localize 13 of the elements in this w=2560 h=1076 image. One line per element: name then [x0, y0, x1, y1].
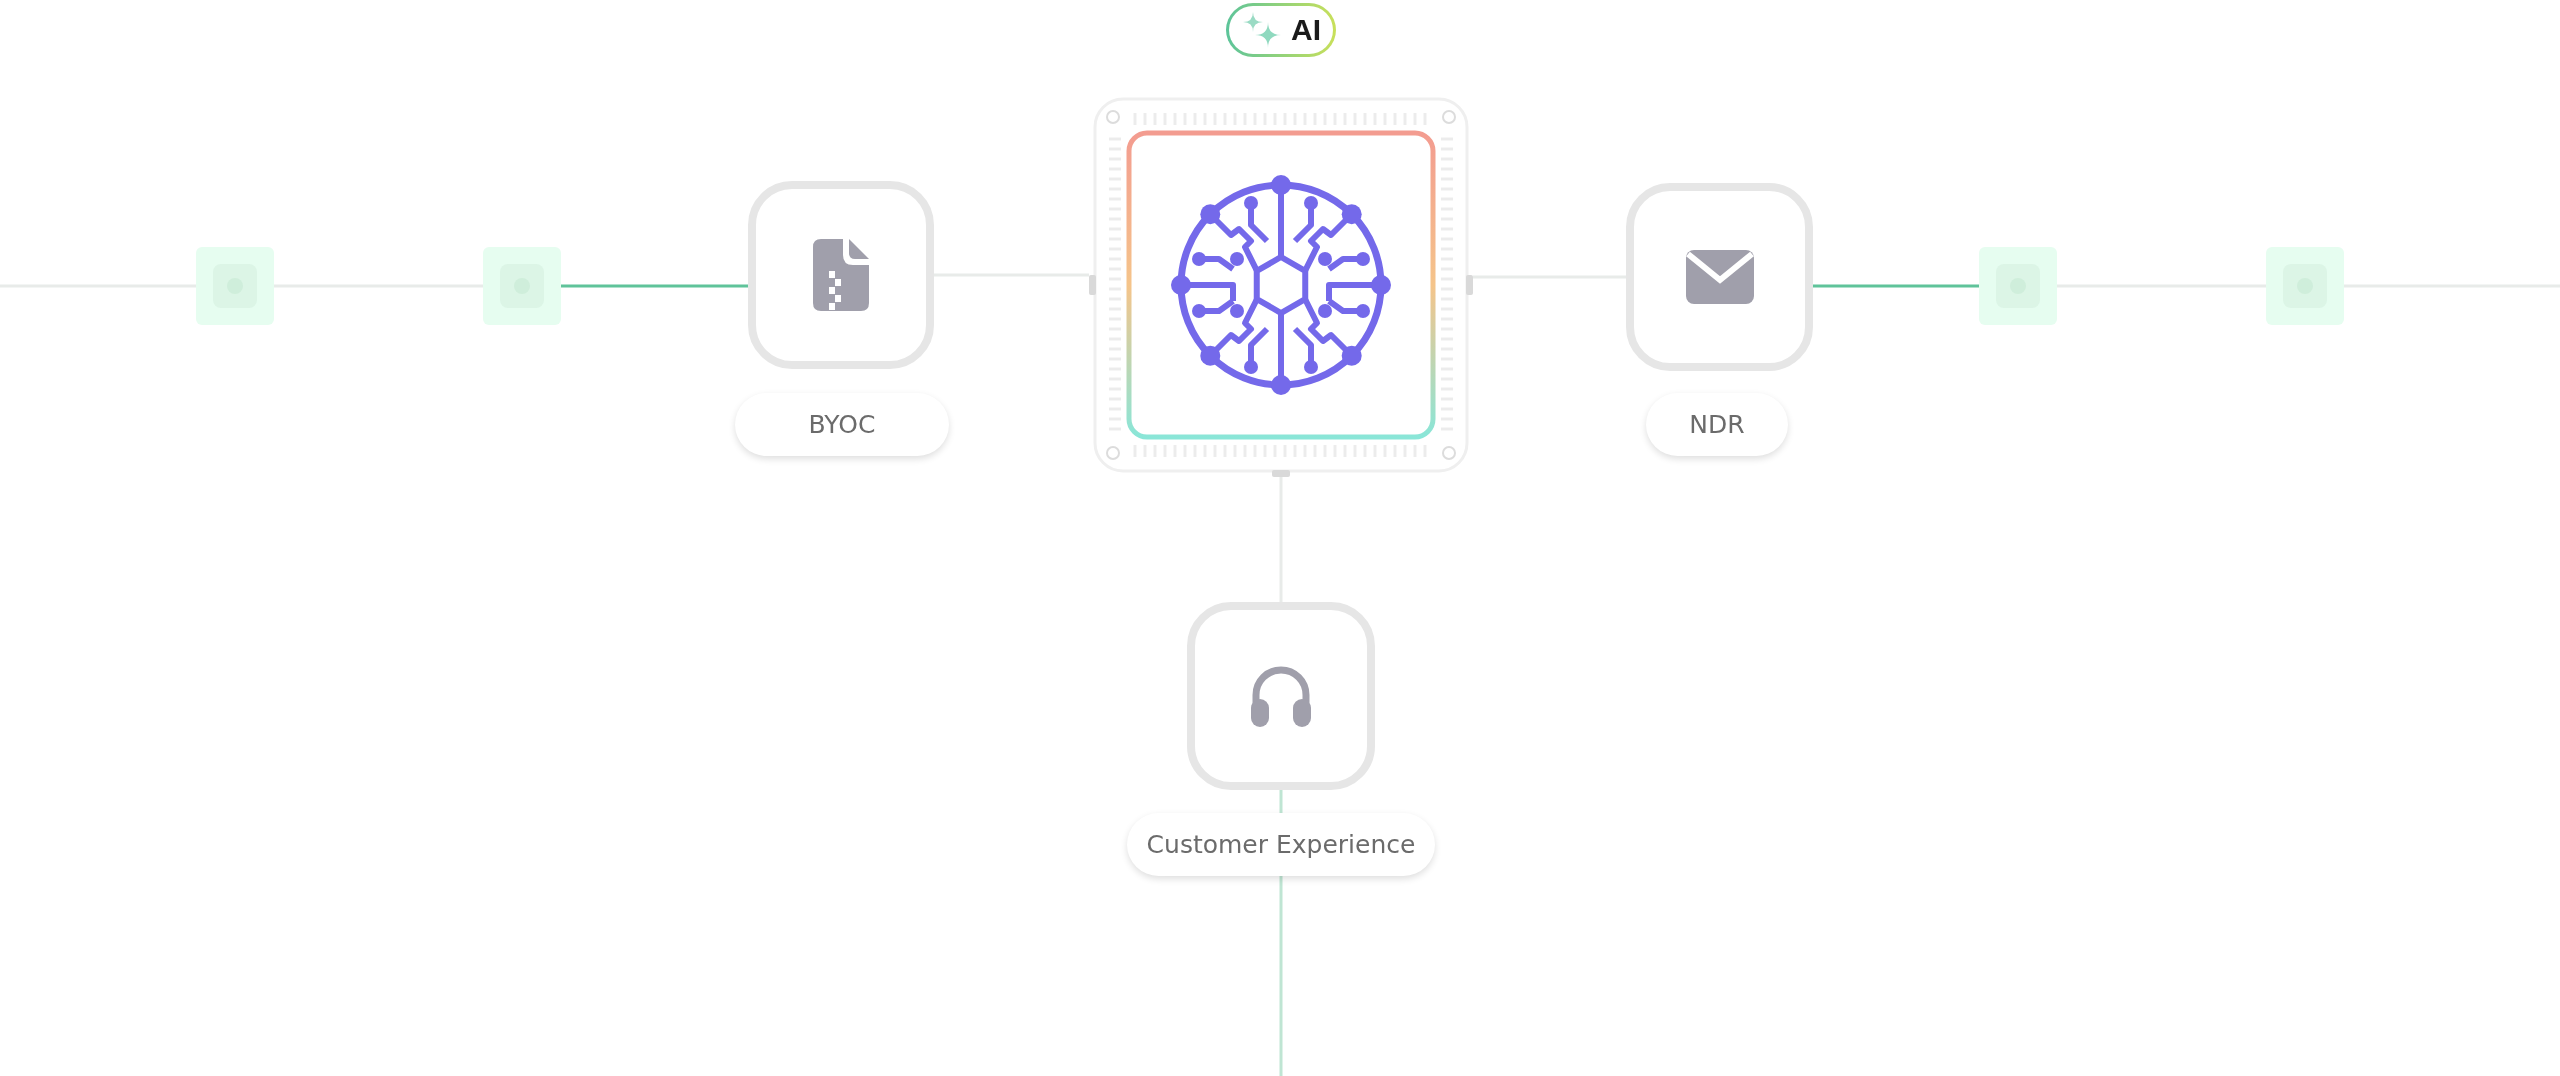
badge-text: AI: [1291, 13, 1321, 47]
connector-line: [561, 284, 748, 288]
icon-tile: [748, 181, 934, 369]
connector-node: [2266, 247, 2344, 325]
category-label: BYOC: [735, 393, 949, 456]
connector-line: [1813, 284, 1979, 288]
category-label: Customer Experience: [1127, 813, 1435, 876]
connector-node: [1979, 247, 2057, 325]
connector-node: [483, 247, 561, 325]
icon-tile: [1626, 183, 1813, 371]
connector-node: [196, 247, 274, 325]
icon-tile: [1187, 602, 1375, 790]
category-label: NDR: [1646, 393, 1788, 456]
